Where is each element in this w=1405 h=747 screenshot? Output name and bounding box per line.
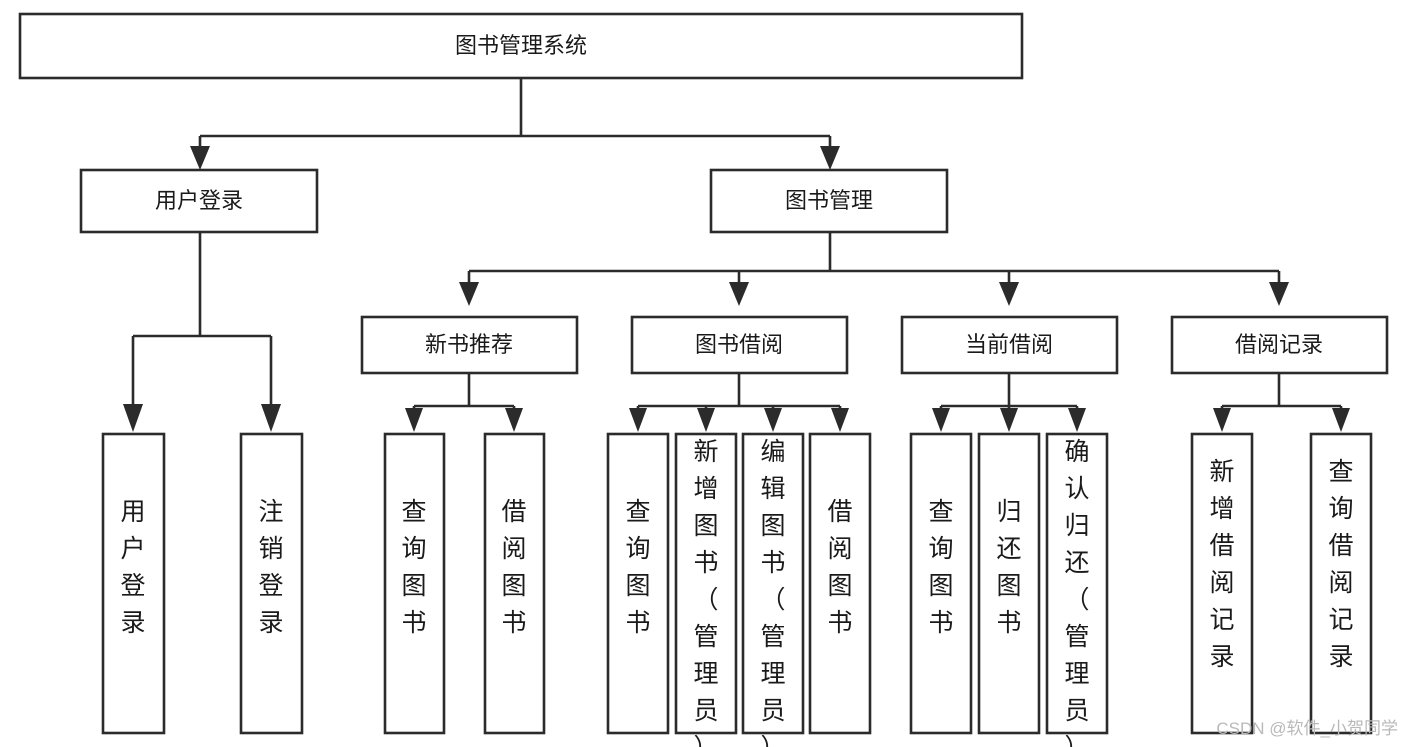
leaf-query-book-1-label: 查询图书 xyxy=(401,498,426,637)
arrowhead-leaf-borrow-book-2 xyxy=(831,408,849,432)
leaf-confirm-return-label: 确认归还（管理员） xyxy=(1064,438,1089,747)
node-borrow-record-label: 借阅记录 xyxy=(1235,332,1323,357)
leaf-confirm-return-box[interactable] xyxy=(1045,432,1109,735)
node-user-login-label: 用户登录 xyxy=(155,188,243,213)
arrowhead-leaf-add-book xyxy=(697,408,715,432)
arrowhead-leaf-query-book-3 xyxy=(932,408,950,432)
node-user-login-box[interactable] xyxy=(79,168,319,234)
arrowhead-leaf-query-book-2 xyxy=(629,408,647,432)
connector-layer xyxy=(123,78,1350,432)
arrowhead-leaf-user-logout xyxy=(261,404,281,432)
leaf-user-logout[interactable]: 注销登录 xyxy=(239,432,304,735)
node-book-borrow-box[interactable] xyxy=(630,315,849,375)
connector-new-book-recommend-to-leaves xyxy=(412,373,516,412)
node-book-borrow-label: 图书借阅 xyxy=(695,332,783,357)
connector-book-borrow-to-leaves xyxy=(636,373,842,412)
leaf-query-book-1[interactable]: 查询图书 xyxy=(383,432,446,735)
node-book-manage-box[interactable] xyxy=(709,168,949,234)
leaf-return-book-label: 归还图书 xyxy=(996,498,1021,637)
leaf-add-book-label: 新增图书（管理员） xyxy=(693,438,718,747)
arrowhead-leaf-confirm-return xyxy=(1068,408,1086,432)
leaf-confirm-return[interactable]: 确认归还（管理员） xyxy=(1045,432,1109,747)
csdn-watermark: CSDN @软件_小贺同学 xyxy=(1216,719,1398,738)
leaf-borrow-book-2[interactable]: 借阅图书 xyxy=(808,432,872,735)
node-borrow-record[interactable]: 借阅记录 xyxy=(1170,315,1389,375)
node-root-box[interactable] xyxy=(18,12,1024,80)
connector-user-login-to-bus xyxy=(131,232,273,408)
arrowhead-leaf-user-login xyxy=(123,404,143,432)
leaf-return-book[interactable]: 归还图书 xyxy=(977,432,1041,735)
leaf-query-book-1-box[interactable] xyxy=(383,432,446,735)
node-current-borrow-label: 当前借阅 xyxy=(965,332,1053,357)
arrowhead-to-current-borrow xyxy=(999,282,1019,306)
leaf-query-book-3-label: 查询图书 xyxy=(928,498,953,637)
leaf-return-book-box[interactable] xyxy=(977,432,1041,735)
leaf-query-book-2[interactable]: 查询图书 xyxy=(606,432,670,735)
node-new-book-recommend-label: 新书推荐 xyxy=(425,332,513,357)
leaf-query-book-2-label: 查询图书 xyxy=(625,498,650,637)
node-root[interactable]: 图书管理系统 xyxy=(18,12,1024,80)
leaf-user-login[interactable]: 用户登录 xyxy=(101,432,166,735)
leaf-user-logout-box[interactable] xyxy=(239,432,304,735)
leaf-edit-book-box[interactable] xyxy=(741,432,805,735)
connector-book-manage-to-bus xyxy=(467,232,1281,292)
leaf-borrow-book-1[interactable]: 借阅图书 xyxy=(483,432,546,735)
leaf-user-logout-label: 注销登录 xyxy=(258,498,283,637)
arrowhead-to-user-login xyxy=(190,146,210,170)
arrowhead-leaf-borrow-book-1 xyxy=(505,408,523,432)
connector-current-borrow-to-leaves xyxy=(939,373,1079,412)
arrowhead-to-borrow-record xyxy=(1269,282,1289,306)
arrowhead-to-new-book-recommend xyxy=(459,282,479,306)
node-book-manage[interactable]: 图书管理 xyxy=(709,168,949,234)
leaf-query-book-3-box[interactable] xyxy=(909,432,973,735)
leaf-add-record-label: 新增借阅记录 xyxy=(1209,458,1234,671)
node-book-manage-label: 图书管理 xyxy=(785,188,873,213)
arrowhead-leaf-return-book xyxy=(1000,408,1018,432)
leaf-query-record[interactable]: 查询借阅记录 xyxy=(1309,432,1373,735)
leaf-add-book-box[interactable] xyxy=(674,432,738,735)
arrowhead-leaf-edit-book xyxy=(764,408,782,432)
leaf-add-book[interactable]: 新增图书（管理员） xyxy=(674,432,738,747)
connector-root-to-bus xyxy=(198,78,832,157)
leaf-add-record-box[interactable] xyxy=(1190,432,1254,735)
arrowhead-leaf-query-record xyxy=(1332,408,1350,432)
leaf-query-book-2-box[interactable] xyxy=(606,432,670,735)
leaf-query-record-box[interactable] xyxy=(1309,432,1373,735)
node-root-label: 图书管理系统 xyxy=(455,33,587,58)
leaf-query-book-3[interactable]: 查询图书 xyxy=(909,432,973,735)
connector-borrow-record-to-leaves xyxy=(1220,373,1343,412)
leaf-user-login-box[interactable] xyxy=(101,432,166,735)
node-borrow-record-box[interactable] xyxy=(1170,315,1389,375)
node-current-borrow[interactable]: 当前借阅 xyxy=(900,315,1119,375)
leaf-user-login-label: 用户登录 xyxy=(120,498,145,637)
leaf-add-record[interactable]: 新增借阅记录 xyxy=(1190,432,1254,735)
leaf-edit-book-label: 编辑图书（管理员） xyxy=(760,438,785,747)
leaf-borrow-book-1-box[interactable] xyxy=(483,432,546,735)
leaf-borrow-book-2-box[interactable] xyxy=(808,432,872,735)
arrowhead-leaf-add-record xyxy=(1213,408,1231,432)
leaf-query-record-label: 查询借阅记录 xyxy=(1328,458,1353,671)
arrowhead-to-book-borrow xyxy=(729,282,749,306)
arrowhead-leaf-query-book-1 xyxy=(405,408,423,432)
node-user-login[interactable]: 用户登录 xyxy=(79,168,319,234)
node-new-book-recommend-box[interactable] xyxy=(360,315,579,375)
leaf-borrow-book-2-label: 借阅图书 xyxy=(827,498,852,637)
node-current-borrow-box[interactable] xyxy=(900,315,1119,375)
leaf-edit-book[interactable]: 编辑图书（管理员） xyxy=(741,432,805,747)
node-new-book-recommend[interactable]: 新书推荐 xyxy=(360,315,579,375)
arrowhead-to-book-manage xyxy=(820,146,840,170)
node-book-borrow[interactable]: 图书借阅 xyxy=(630,315,849,375)
leaf-borrow-book-1-label: 借阅图书 xyxy=(501,498,526,637)
